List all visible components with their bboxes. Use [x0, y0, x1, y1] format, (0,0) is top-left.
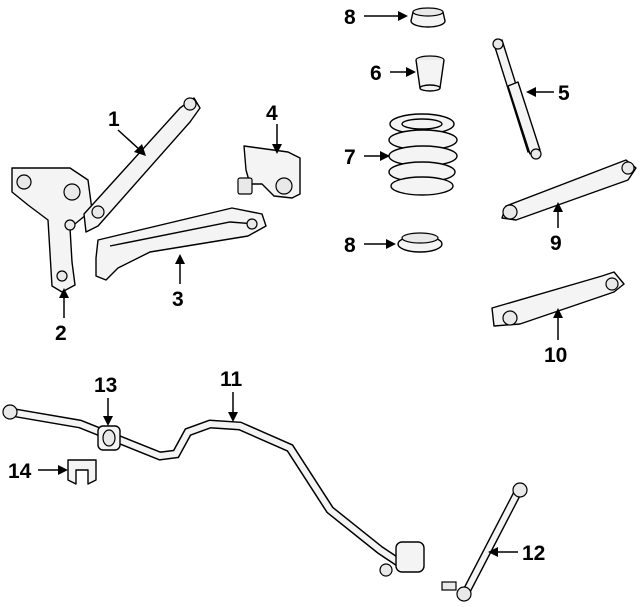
- callout-2: 2: [55, 322, 67, 345]
- part-10-lower-link: [491, 271, 625, 327]
- part-8-spring-seat-top: [410, 7, 446, 28]
- part-8-spring-seat-bottom: [397, 232, 443, 253]
- callout-10: 10: [544, 344, 567, 367]
- callout-8-bottom: 8: [344, 234, 356, 257]
- callout-9: 9: [550, 232, 562, 255]
- part-13-bushing: [97, 425, 121, 451]
- callout-14: 14: [8, 460, 32, 483]
- callout-8-top: 8: [344, 6, 356, 29]
- part-7-coil-spring: [388, 113, 458, 196]
- part-4-bracket: [237, 145, 301, 199]
- callout-6: 6: [370, 62, 382, 85]
- part-14-bushing-clamp: [67, 459, 97, 485]
- part-5-shock-absorber: [492, 38, 542, 160]
- part-12-stabilizer-link: [441, 482, 528, 602]
- part-1-upper-arm: [83, 97, 201, 233]
- part-11-stabilizer-bar: [2, 404, 425, 577]
- callout-1: 1: [108, 108, 120, 131]
- part-2-frame-bracket: [11, 167, 93, 293]
- callout-4: 4: [266, 102, 278, 125]
- part-9-upper-link: [501, 159, 637, 221]
- callout-3: 3: [172, 288, 184, 311]
- callout-11: 11: [220, 368, 243, 391]
- callout-13: 13: [94, 374, 117, 397]
- callout-7: 7: [344, 146, 356, 169]
- part-6-bump-stop: [415, 55, 445, 92]
- callout-5: 5: [558, 82, 570, 105]
- callout-numbers: 1 2 3 4 5 6 7 8 8 9 10 11 12 13 14: [8, 6, 570, 565]
- callout-12: 12: [522, 542, 545, 565]
- callout-arrows: [38, 11, 563, 557]
- part-3-lower-arm: [95, 207, 267, 281]
